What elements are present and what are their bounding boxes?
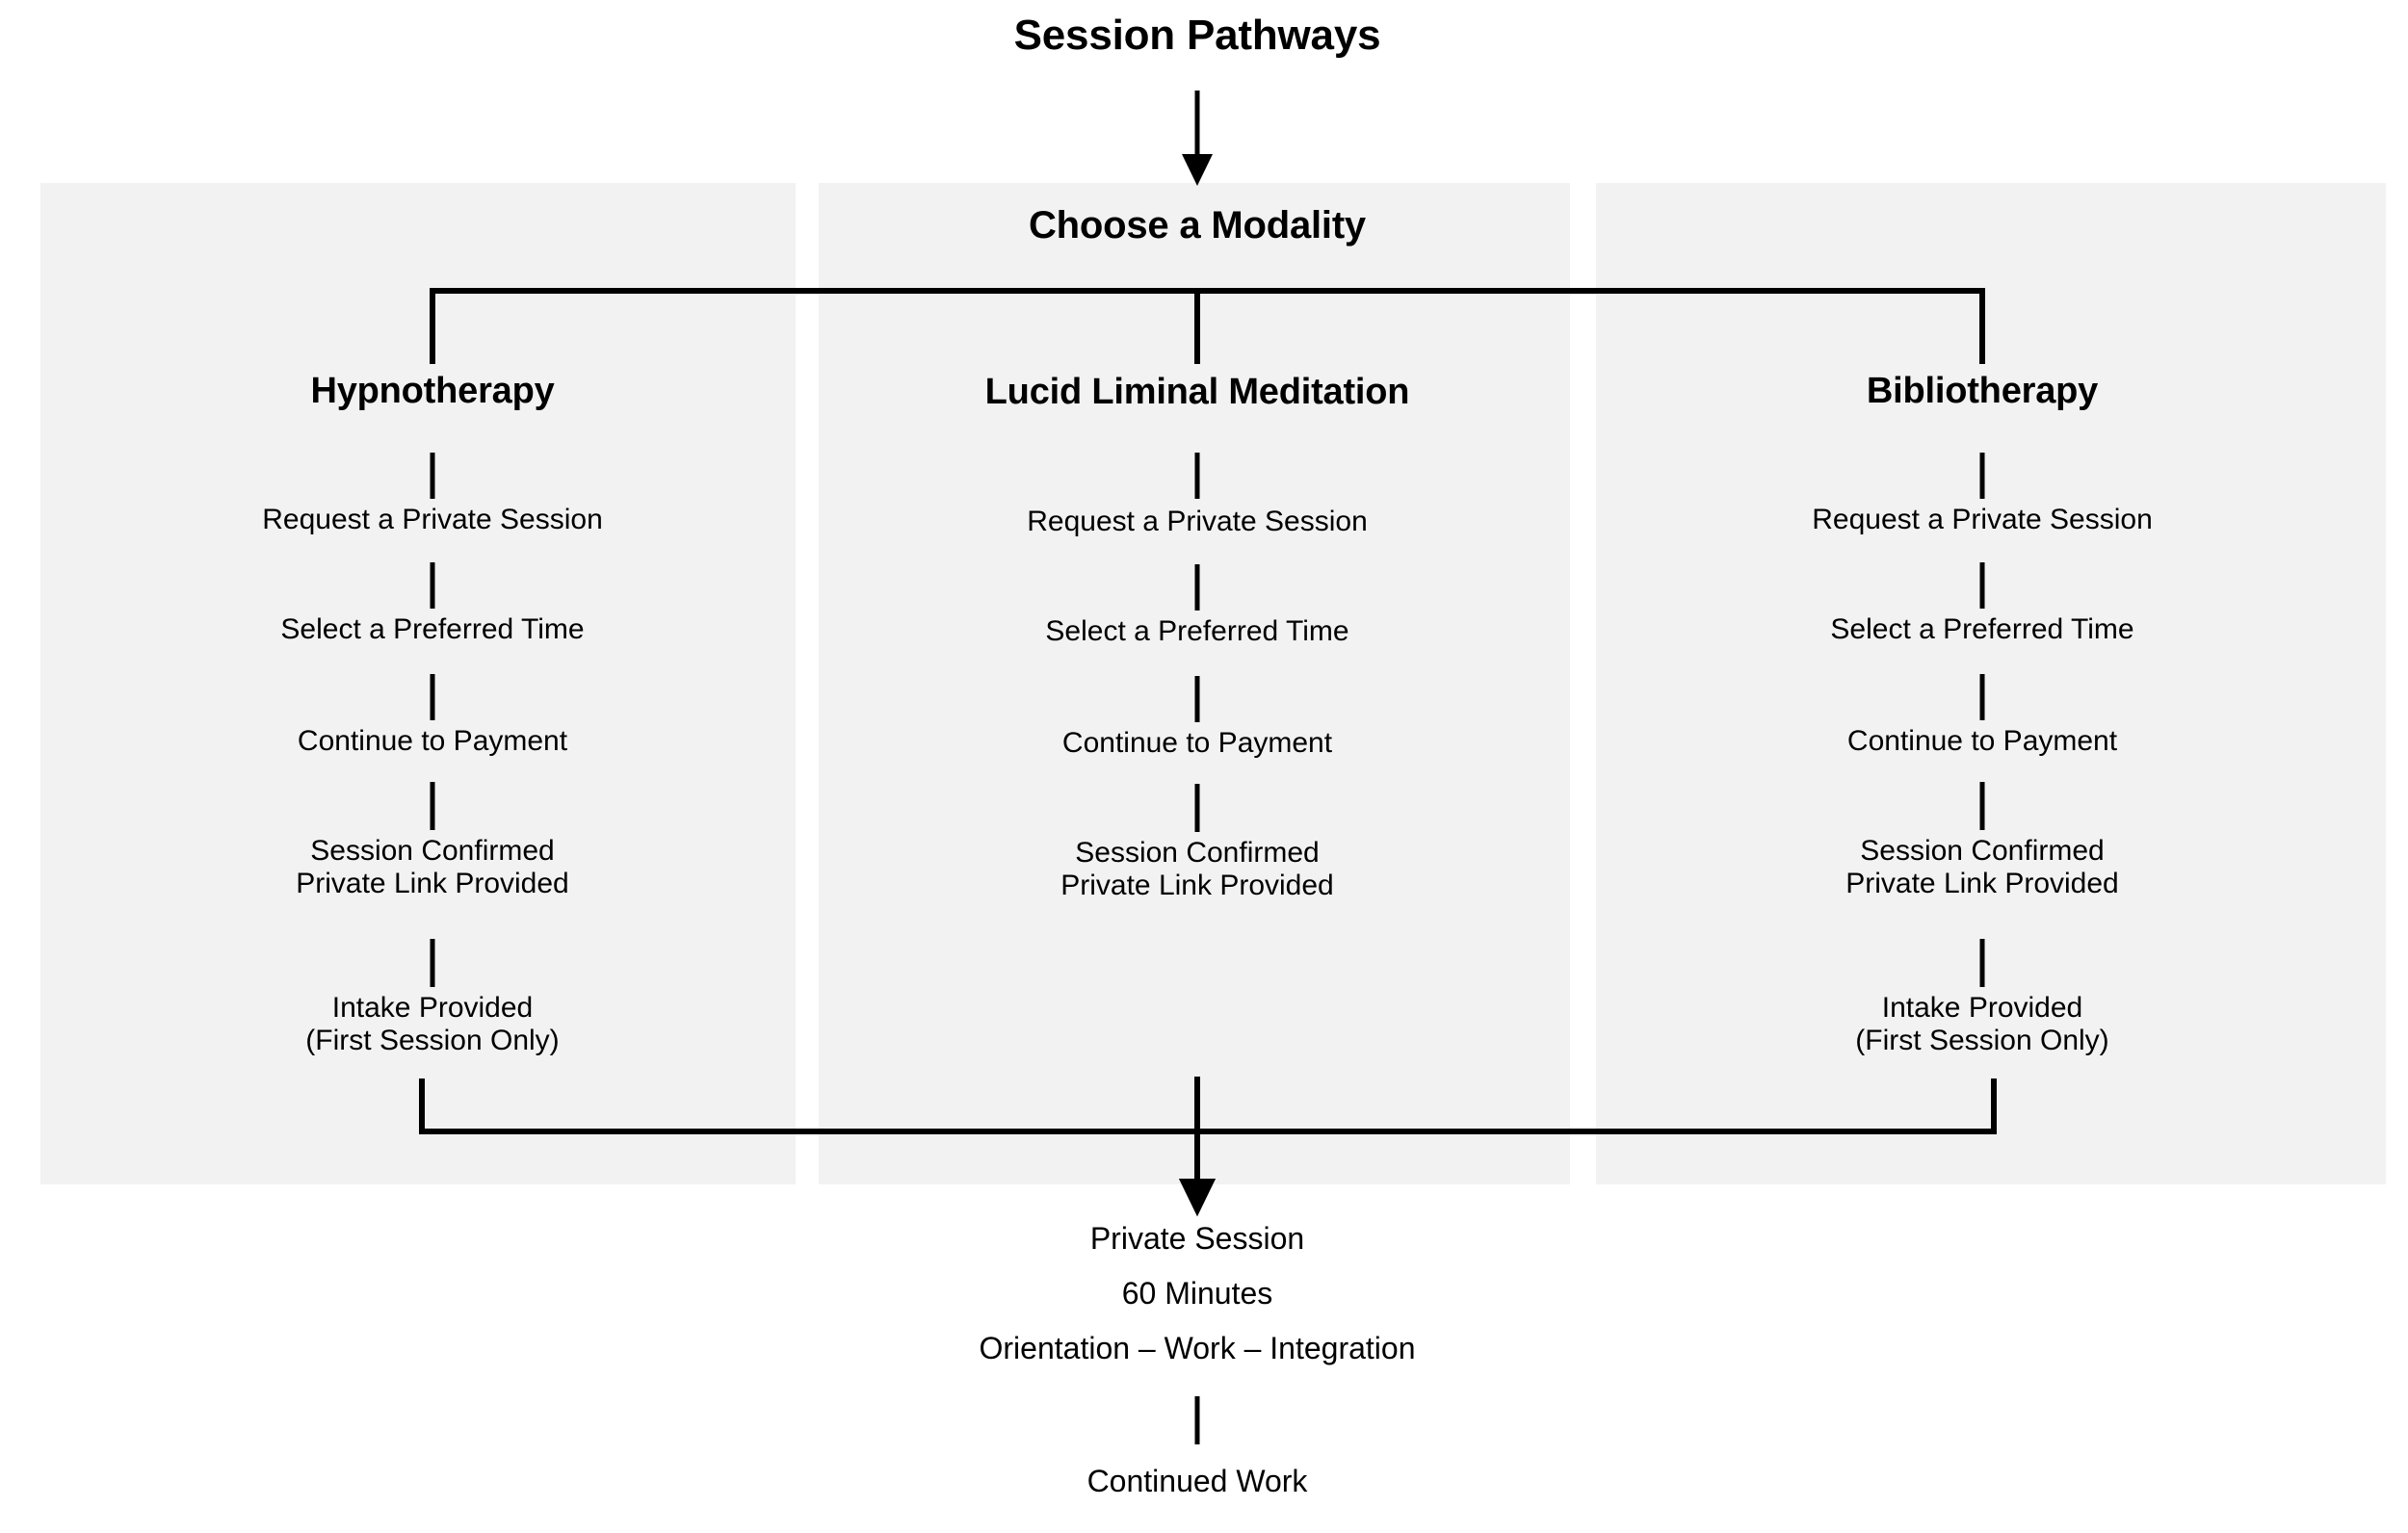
page-title: Session Pathways [1013, 12, 1381, 59]
step-bibliotherapy-intake-provided: Intake Provided (First Session Only) [1855, 992, 2109, 1056]
step-lucid-request-a-private-session: Request a Private Session [1027, 506, 1368, 537]
step-hypnotherapy-session-confirmed: Session Confirmed Private Link Provided [296, 835, 569, 899]
step-bibliotherapy-session-confirmed: Session Confirmed Private Link Provided [1845, 835, 2119, 899]
step-hypnotherapy-continue-to-payment: Continue to Payment [297, 725, 568, 757]
step-hypnotherapy-select-a-preferred-time: Select a Preferred Time [280, 613, 585, 645]
column-panel-bibliotherapy [1596, 183, 2386, 1184]
step-lucid-continue-to-payment: Continue to Payment [1061, 727, 1333, 759]
column-title-lucid-liminal-meditation: Lucid Liminal Meditation [984, 372, 1410, 412]
column-panel-lucid-liminal-meditation [819, 183, 1570, 1184]
column-panel-hypnotherapy [40, 183, 796, 1184]
step-lucid-session-confirmed: Session Confirmed Private Link Provided [1060, 837, 1334, 901]
step-hypnotherapy-request-a-private-session: Request a Private Session [262, 504, 603, 535]
step-bibliotherapy-request-a-private-session: Request a Private Session [1812, 504, 2153, 535]
column-title-hypnotherapy: Hypnotherapy [310, 371, 555, 411]
column-title-bibliotherapy: Bibliotherapy [1866, 371, 2099, 411]
step-bibliotherapy-continue-to-payment: Continue to Payment [1846, 725, 2118, 757]
step-lucid-select-a-preferred-time: Select a Preferred Time [1045, 615, 1349, 647]
outcome-private-session: Private Session [1089, 1221, 1305, 1256]
outcome-duration: 60 Minutes [1121, 1276, 1273, 1311]
node-continued-work: Continued Work [1086, 1464, 1308, 1498]
step-bibliotherapy-select-a-preferred-time: Select a Preferred Time [1830, 613, 2134, 645]
outcome-structure: Orientation – Work – Integration [979, 1331, 1416, 1365]
node-choose-a-modality: Choose a Modality [1029, 204, 1366, 247]
step-hypnotherapy-intake-provided: Intake Provided (First Session Only) [305, 992, 560, 1056]
